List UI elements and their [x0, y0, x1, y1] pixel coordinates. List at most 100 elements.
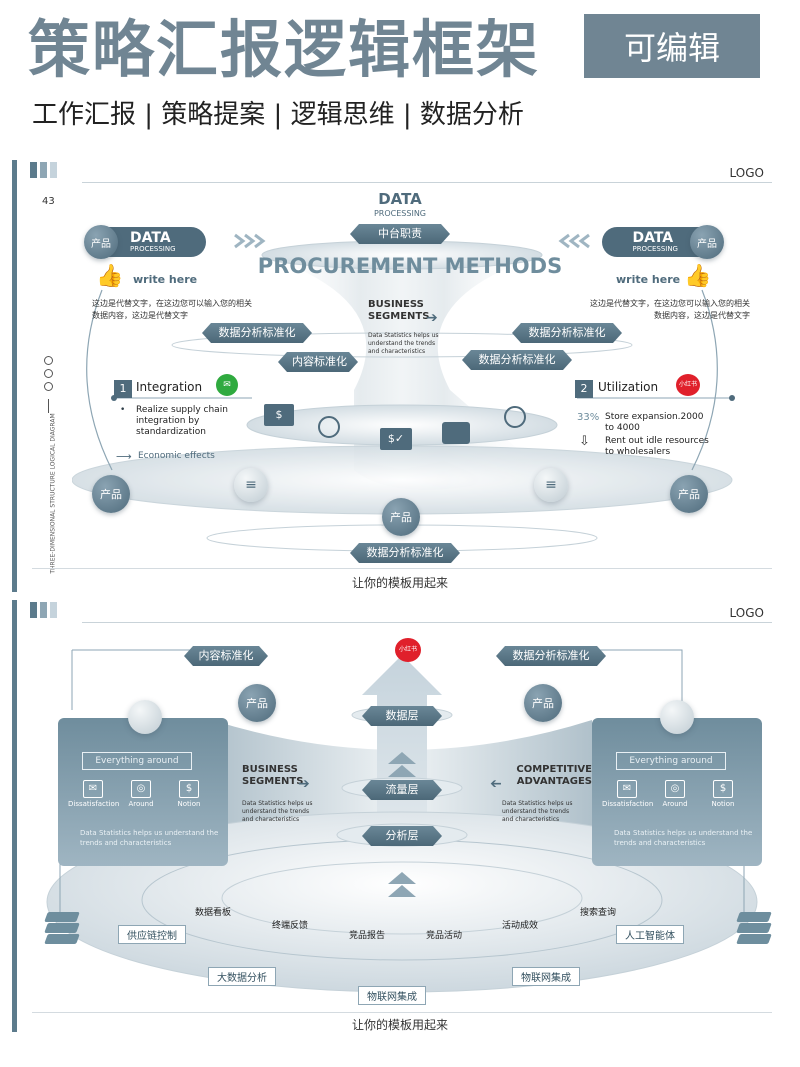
- slide-top-line-2: [82, 622, 772, 623]
- arrow-left-icon: ➔: [490, 776, 502, 792]
- slide-one: LOGO 43 THREE-DIMENSIONAL STRUCTURE LOGI…: [12, 160, 788, 592]
- page-subtitle: 工作汇报 | 策略提案 | 逻辑思维 | 数据分析: [32, 100, 524, 130]
- item2-line2: Rent out idle resources to wholesalers: [605, 436, 709, 457]
- product-circle-center: 产品: [382, 498, 420, 536]
- product-circle-left: 产品: [92, 475, 130, 513]
- desc-left: 这边是代替文字，在这边您可以输入您的相关数据内容，这边是代替文字: [92, 299, 252, 320]
- notion-icon-2: $Notion: [698, 780, 748, 808]
- product-circle-left-2: 产品: [238, 684, 276, 722]
- ring-label-terminal: 终端反馈: [272, 921, 309, 931]
- panel-right-icon1-label: Dissatisfaction: [602, 800, 654, 808]
- panel-knob-right: [660, 700, 694, 734]
- briefcase-icon: [442, 422, 470, 444]
- xiaohongshu-badge-2: 小红书: [395, 638, 421, 662]
- panel-left-icon3-label: Notion: [177, 800, 201, 808]
- product-circle-right-2: 产品: [524, 684, 562, 722]
- item1-title: Integration: [136, 380, 203, 394]
- layer-analysis: 分析层: [362, 826, 442, 846]
- around-icon-2: ◎Around: [650, 780, 700, 808]
- business-segments-text-2: Data Statistics helps us understand the …: [242, 800, 313, 823]
- database-stack-icon-left: [44, 912, 80, 946]
- ring-label-dashboard: 数据看板: [195, 908, 232, 918]
- item2-title: Utilization: [598, 380, 659, 394]
- competitive-title: COMPETITIVE ADVANTAGES: [516, 764, 592, 787]
- arrow-effect-icon: ⟶: [116, 450, 132, 463]
- box-supply-chain: 供应链控制: [118, 925, 186, 944]
- settings-circle-right: ≡: [534, 468, 568, 502]
- thumbs-up-icon-left: 👍: [96, 264, 124, 289]
- slide-number: 43: [42, 196, 55, 207]
- xiaohongshu-badge: 小红书: [676, 374, 700, 396]
- wechat-icon: ✉: [216, 374, 238, 396]
- info-panel-left: Everything around ✉Dissatisfaction ◎Arou…: [58, 718, 228, 866]
- slide-top-line: [82, 182, 772, 183]
- location-pin-icon: [318, 416, 340, 438]
- pill-middle-platform: 中台职责: [350, 224, 450, 244]
- pill-data-standard-bottom: 数据分析标准化: [350, 543, 460, 563]
- headline: PROCUREMENT METHODS: [257, 254, 563, 278]
- caption-line: [32, 568, 772, 569]
- product-badge-left: 产品: [84, 225, 118, 259]
- pill-data-standard-2: 数据分析标准化: [496, 646, 606, 666]
- pill-content-standard: 内容标准化: [278, 352, 358, 372]
- ring-label-competitor-activity: 竞品活动: [426, 931, 463, 941]
- item2-number: 2: [575, 380, 593, 398]
- desc-right: 这边是代替文字，在这边您可以输入您的相关数据内容，这边是代替文字: [590, 299, 750, 320]
- panel-left-icon1-label: Dissatisfaction: [68, 800, 120, 808]
- pill-data-standard-right: 数据分析标准化: [512, 323, 622, 343]
- cap-right-sub: PROCESSING: [632, 245, 678, 253]
- slide-accent-bar: [12, 160, 17, 592]
- cap-right-title: DATA: [632, 230, 674, 246]
- caption-line-2: [32, 1012, 772, 1013]
- cap-left-sub: PROCESSING: [130, 245, 176, 253]
- logo-2: LOGO: [729, 606, 764, 620]
- info-panel-right: Everything around ✉Dissatisfaction ◎Arou…: [592, 718, 762, 866]
- layer-data: 数据层: [362, 706, 442, 726]
- panel-left-icon2-label: Around: [128, 800, 154, 808]
- slide-two: LOGO: [12, 600, 788, 1032]
- panel-left-text: Data Statistics helps us understand the …: [80, 829, 219, 847]
- panel-right-icon3-label: Notion: [711, 800, 735, 808]
- slide2-caption: 让你的模板用起来: [351, 1018, 448, 1032]
- slide-corner-mark: [30, 162, 57, 178]
- box-ai: 人工智能体: [616, 925, 684, 944]
- box-iot-bottom: 物联网集成: [358, 986, 426, 1005]
- download-arrow-icon: ⇩: [579, 434, 590, 449]
- side-dots: [44, 356, 54, 413]
- write-here-right: write here: [616, 273, 681, 286]
- item1-number: 1: [114, 380, 132, 398]
- database-stack-icon-right: [736, 912, 772, 946]
- top-data-sub: PROCESSING: [373, 209, 427, 218]
- business-segments-title-2: BUSINESS SEGMENTS: [242, 764, 304, 787]
- side-vertical-text: THREE-DIMENSIONAL STRUCTURE LOGICAL DIAG…: [49, 413, 57, 574]
- panel-right-label: Everything around: [616, 752, 726, 770]
- location-pin-icon-2: [504, 406, 526, 428]
- item2-percent: 33%: [577, 412, 600, 423]
- arrow-right-icon: ➔: [426, 310, 438, 326]
- editable-badge: 可编辑: [584, 14, 760, 78]
- slide-corner-mark-2: [30, 602, 57, 618]
- data-cap-right: 产品 DATA PROCESSING: [602, 225, 724, 259]
- check-dollar-icon: $✓: [380, 428, 412, 450]
- dissatisfaction-icon: ✉Dissatisfaction: [68, 780, 120, 808]
- arrow-right-icon-2: ➔: [298, 776, 310, 792]
- panel-knob-left: [128, 700, 162, 734]
- box-iot-right: 物联网集成: [512, 967, 580, 986]
- data-cap-left: 产品 DATA PROCESSING: [84, 225, 206, 259]
- business-segments-text: Data Statistics helps us understand the …: [368, 332, 439, 355]
- item1-bullet-dot: •: [120, 405, 126, 415]
- page-title: 策略汇报逻辑框架: [28, 13, 541, 86]
- item2-line1: Store expansion.2000 to 4000: [605, 412, 704, 433]
- cap-left-title: DATA: [130, 230, 171, 246]
- top-data-title: DATA: [378, 190, 422, 208]
- monitor-dollar-icon: $: [264, 404, 294, 426]
- panel-right-text: Data Statistics helps us understand the …: [614, 829, 753, 847]
- competitive-text: Data Statistics helps us understand the …: [502, 800, 573, 823]
- notion-icon: $Notion: [164, 780, 214, 808]
- ring-label-competitor-report: 竞品报告: [349, 931, 386, 941]
- item1-bullet: Realize supply chain integration by stan…: [136, 405, 228, 437]
- write-here-left: write here: [133, 273, 198, 286]
- product-badge-right: 产品: [690, 225, 724, 259]
- pill-content-standard-2: 内容标准化: [184, 646, 268, 666]
- panel-left-label: Everything around: [82, 752, 192, 770]
